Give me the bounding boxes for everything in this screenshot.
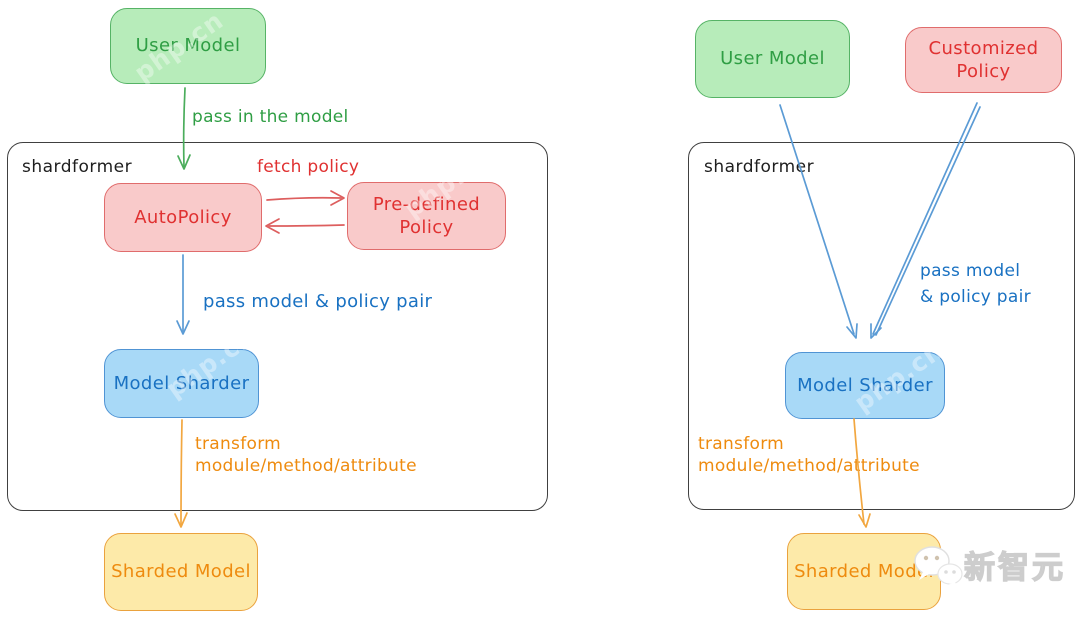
left-user-model-label: User Model [135,35,241,57]
left-fetch-policy-label: fetch policy [257,157,360,177]
right-shardformer-container [688,142,1075,510]
left-shardformer-container [7,142,548,511]
right-transform-line1: transform [698,434,785,454]
right-model-sharder-box: Model Sharder [785,352,945,419]
right-container-label: shardformer [704,157,815,177]
right-sharded-model-box: Sharded Model [787,533,941,610]
left-sharded-model-label: Sharded Model [111,561,251,583]
left-container-label: shardformer [22,157,133,177]
brand-watermark: 新智元 [912,543,1066,597]
left-transform-line2: module/method/attribute [195,456,417,476]
left-auto-policy-label: AutoPolicy [134,206,232,228]
left-model-sharder-box: Model Sharder [104,349,259,418]
right-user-model-box: User Model [695,20,850,98]
left-auto-policy-box: AutoPolicy [104,183,262,252]
wechat-icon [912,543,964,597]
brand-watermark-text: 新智元 [963,550,1066,586]
left-predefined-policy-box: Pre-defined Policy [347,182,506,250]
right-transform-line2: module/method/attribute [698,456,920,476]
right-pass-pair-line2: & policy pair [920,287,1031,307]
left-model-sharder-label: Model Sharder [113,372,250,394]
left-predefined-policy-line2: Policy [399,217,454,238]
left-user-model-box: User Model [110,8,266,84]
left-pass-pair-label: pass model & policy pair [203,291,433,312]
right-customized-policy-line1: Customized [928,37,1039,59]
right-customized-policy-line2: Policy [956,61,1011,82]
right-sharded-model-label: Sharded Model [794,560,934,582]
right-pass-pair-line1: pass model [920,261,1021,281]
right-model-sharder-label: Model Sharder [797,374,933,396]
left-pass-in-label: pass in the model [192,107,349,127]
right-user-model-label: User Model [720,48,825,70]
left-sharded-model-box: Sharded Model [104,533,258,611]
left-predefined-policy-line1: Pre-defined [372,193,481,215]
right-customized-policy-box: Customized Policy [905,27,1062,93]
left-transform-line1: transform [195,434,282,454]
